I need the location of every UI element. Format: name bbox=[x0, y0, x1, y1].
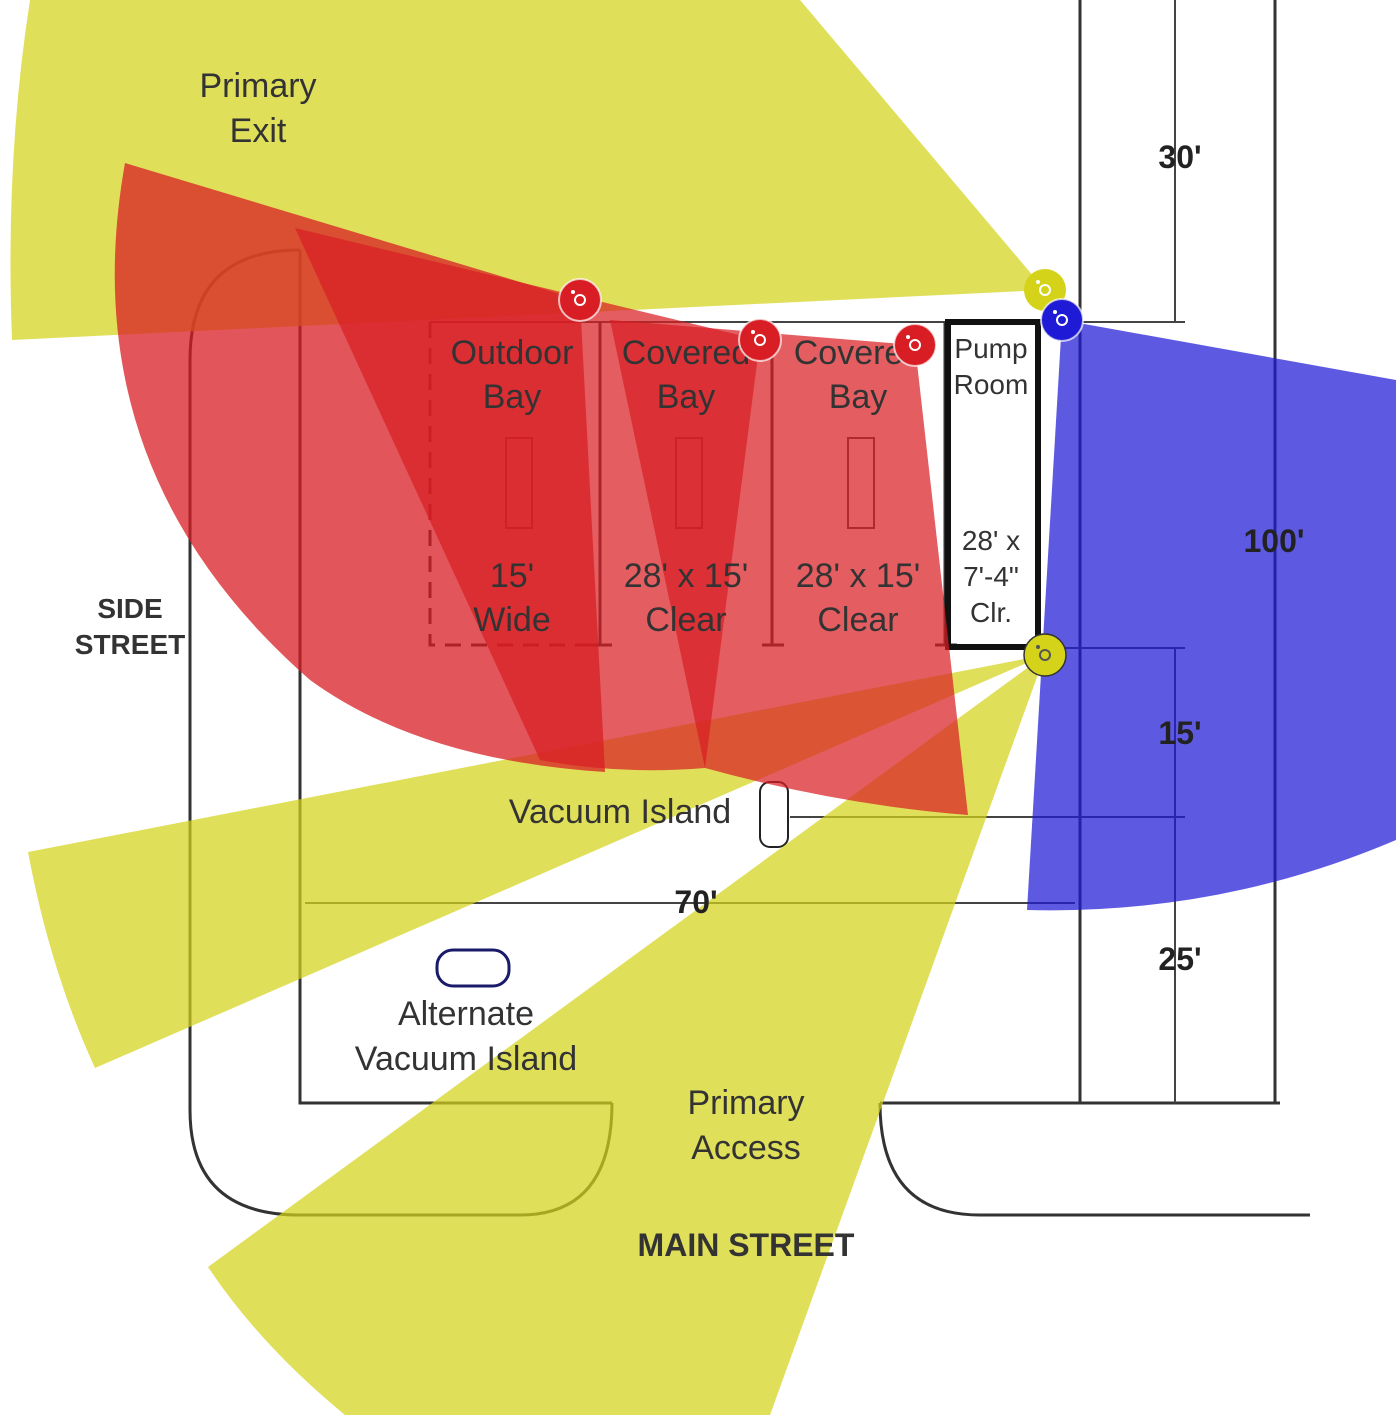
coverage-blue bbox=[1027, 320, 1396, 911]
bay-3-name-line2: Bay bbox=[829, 378, 888, 416]
coverage-red-3 bbox=[610, 320, 968, 815]
bay-3-size-line1: 28' x 15' bbox=[796, 557, 921, 595]
pump-room-name-line2: Room bbox=[954, 369, 1029, 400]
side-street-label-line1: SIDE bbox=[97, 593, 162, 624]
primary-access-label-line2: Access bbox=[691, 1129, 801, 1167]
camera-marker-yellow-bottom[interactable] bbox=[1023, 633, 1067, 677]
bay-2-name-line1: Covered bbox=[622, 334, 751, 372]
dimension-width: 70' bbox=[674, 884, 717, 920]
main-street-label: MAIN STREET bbox=[638, 1227, 855, 1263]
pump-room-name-line1: Pump bbox=[954, 333, 1027, 364]
bay-2-size-line2: Clear bbox=[645, 601, 726, 639]
dimension-depth: 100' bbox=[1244, 523, 1305, 559]
bay-1-name-line2: Bay bbox=[483, 378, 542, 416]
alternate-vacuum-island-line2: Vacuum Island bbox=[355, 1040, 577, 1078]
pump-room-size-line1: 28' x bbox=[962, 525, 1020, 556]
coverage-overlays bbox=[10, 0, 1396, 1415]
side-street-label-line2: STREET bbox=[75, 629, 185, 660]
pump-room-size-line2: 7'-4" bbox=[963, 561, 1019, 592]
camera-markers[interactable] bbox=[558, 269, 1084, 677]
primary-exit-label-line1: Primary bbox=[199, 67, 316, 105]
primary-access-label-line1: Primary bbox=[687, 1084, 804, 1122]
bay-3-size-line2: Clear bbox=[817, 601, 898, 639]
dimension-front: 25' bbox=[1158, 941, 1201, 977]
camera-marker-red-3[interactable] bbox=[893, 323, 937, 367]
dimension-apron: 15' bbox=[1158, 715, 1201, 751]
alternate-vacuum-island-line1: Alternate bbox=[398, 995, 534, 1033]
pump-room-size-line3: Clr. bbox=[970, 597, 1012, 628]
bay-1-name-line1: Outdoor bbox=[451, 334, 574, 372]
bay-1-size-line1: 15' bbox=[490, 557, 534, 595]
camera-marker-blue[interactable] bbox=[1040, 298, 1084, 342]
bay-1-size-line2: Wide bbox=[473, 601, 550, 639]
primary-exit-label-line2: Exit bbox=[230, 112, 287, 150]
dimension-top: 30' bbox=[1158, 139, 1201, 175]
vacuum-island-label: Vacuum Island bbox=[509, 793, 731, 831]
coverage-yellow-down bbox=[208, 655, 1045, 1415]
bay-2-name-line2: Bay bbox=[657, 378, 716, 416]
camera-marker-red-2[interactable] bbox=[738, 318, 782, 362]
bay-2-size-line1: 28' x 15' bbox=[624, 557, 749, 595]
camera-marker-red-1[interactable] bbox=[558, 278, 602, 322]
